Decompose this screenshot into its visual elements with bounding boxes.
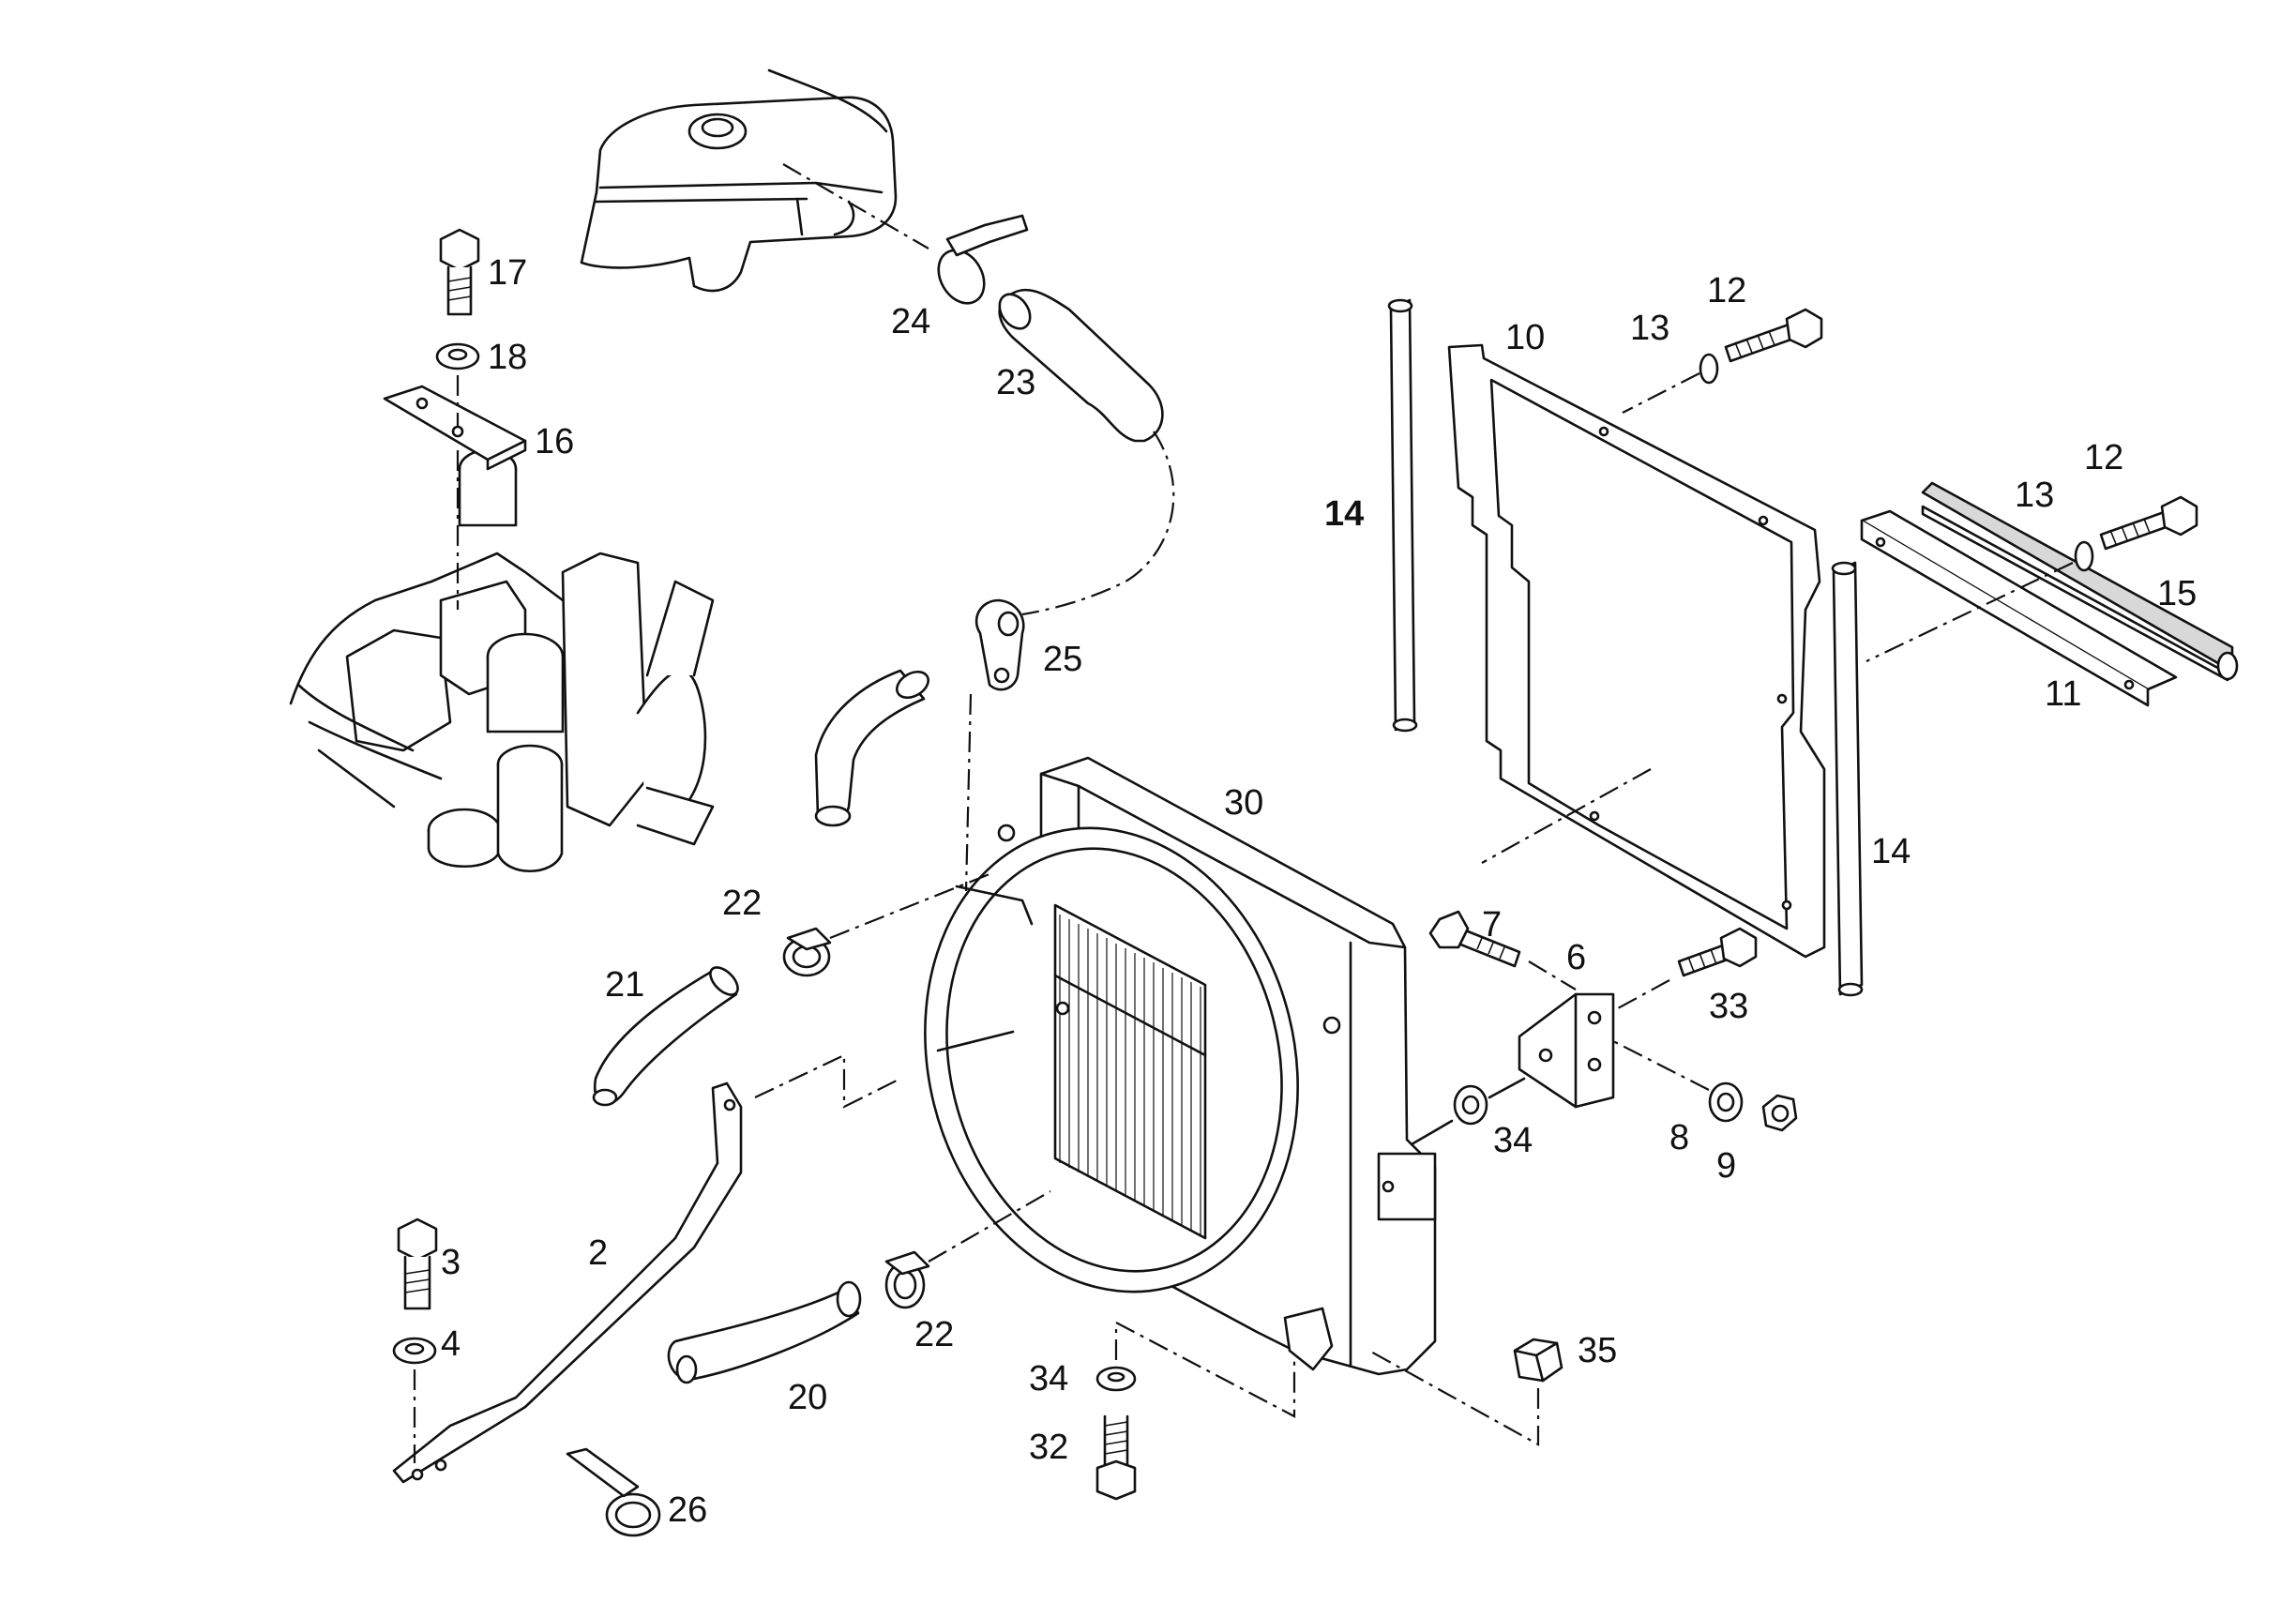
callout-2: 2 [588, 1233, 608, 1273]
washer-13-upper [1699, 353, 1719, 385]
callout-16: 16 [535, 422, 574, 461]
leader-11-frame [1866, 562, 2074, 662]
leader-35-radiator [1368, 1350, 1540, 1446]
callout-20: 20 [788, 1378, 827, 1417]
callout-4: 4 [441, 1324, 461, 1364]
washer-34-bottom [1095, 1366, 1137, 1392]
leader-32-radiator [1114, 1321, 1296, 1418]
bolt-32 [1095, 1414, 1137, 1501]
callout-14-right: 14 [1871, 832, 1911, 871]
callout-10: 10 [1505, 318, 1545, 357]
seal-strip-14-right [1831, 561, 1864, 997]
leader-23-25 [1021, 431, 1175, 616]
leader-2-radiator [754, 1053, 901, 1109]
leader-22b-radiator [928, 1190, 1051, 1263]
clamp-26 [566, 1447, 661, 1537]
callout-11: 11 [2045, 674, 2081, 714]
bolt-7 [1428, 910, 1521, 968]
clamp-25 [974, 598, 1025, 691]
callout-15: 15 [2157, 574, 2197, 613]
callout-35: 35 [1578, 1331, 1617, 1370]
callout-33: 33 [1709, 987, 1748, 1026]
callout-3: 3 [441, 1243, 461, 1282]
leader-33-bracket [1617, 979, 1670, 1009]
callout-22-lower: 22 [914, 1315, 954, 1354]
washer-13-lower [2074, 540, 2094, 572]
hose-upper [814, 669, 930, 827]
callout-8: 8 [1669, 1118, 1689, 1157]
bolt-17 [439, 228, 480, 316]
hose-23 [998, 288, 1164, 443]
callout-7: 7 [1482, 905, 1502, 945]
leader-13-frame [1622, 372, 1700, 414]
washer-34-right [1453, 1084, 1488, 1126]
leader-34-radiator [1410, 1119, 1454, 1146]
bracket-11 [1860, 509, 2178, 707]
hose-20 [667, 1280, 862, 1384]
plate-16 [383, 385, 527, 471]
callout-9: 9 [1716, 1146, 1736, 1186]
engine-assembly [289, 448, 715, 872]
washer-4 [392, 1337, 437, 1365]
seal-strip-14-left [1387, 298, 1418, 733]
radiator-30 [924, 756, 1437, 1376]
bolt-12-lower [2099, 495, 2198, 551]
bolt-33 [1677, 927, 1758, 977]
callout-24: 24 [891, 302, 930, 341]
washer-8 [1708, 1081, 1744, 1123]
hose-21 [592, 966, 739, 1107]
hose-clamp-24 [937, 214, 1029, 305]
leader-34-bracket [1488, 1077, 1526, 1099]
callout-32: 32 [1029, 1428, 1068, 1467]
callout-12-upper: 12 [1707, 271, 1746, 310]
callout-21: 21 [605, 965, 644, 1005]
callout-labels: 17 18 16 24 23 25 10 13 12 14 12 13 15 1… [441, 253, 2197, 1530]
radiator-core-hatching [1059, 915, 1201, 1235]
seal-strip-15 [1921, 481, 2239, 682]
bracket-6 [1518, 992, 1615, 1109]
bolt-12-upper [1724, 308, 1823, 363]
expansion-tank [580, 68, 898, 293]
callout-14-left: 14 [1324, 494, 1364, 534]
stay-bar-2 [392, 1081, 743, 1484]
bolt-3 [397, 1217, 438, 1310]
leader-tank-24 [782, 163, 929, 250]
callout-25: 25 [1043, 640, 1082, 679]
leader-frame-radiator [1481, 768, 1652, 864]
callout-18: 18 [488, 338, 527, 377]
callout-30: 30 [1224, 783, 1263, 823]
callout-13-lower: 13 [2015, 476, 2054, 515]
frame-10 [1447, 343, 1826, 959]
leader-25-radiator [964, 693, 973, 892]
washer-18 [435, 342, 480, 370]
callout-23: 23 [996, 363, 1035, 402]
callout-22-upper: 22 [722, 884, 762, 923]
hose-clamp-22-lower [884, 1250, 930, 1309]
hose-clamp-22-upper [782, 927, 832, 977]
leader-22-radiator [829, 870, 995, 940]
callout-12-lower: 12 [2084, 438, 2123, 477]
callout-13-upper: 13 [1630, 309, 1669, 348]
callout-34-bottom: 34 [1029, 1359, 1068, 1399]
nut-35 [1513, 1338, 1563, 1383]
leader-8-bracket [1612, 1040, 1710, 1091]
callout-26: 26 [668, 1490, 707, 1530]
leader-7-bracket [1528, 960, 1577, 990]
callout-6: 6 [1566, 938, 1586, 977]
callout-17: 17 [488, 253, 527, 293]
callout-34-right: 34 [1493, 1121, 1533, 1160]
nut-9 [1761, 1094, 1798, 1132]
